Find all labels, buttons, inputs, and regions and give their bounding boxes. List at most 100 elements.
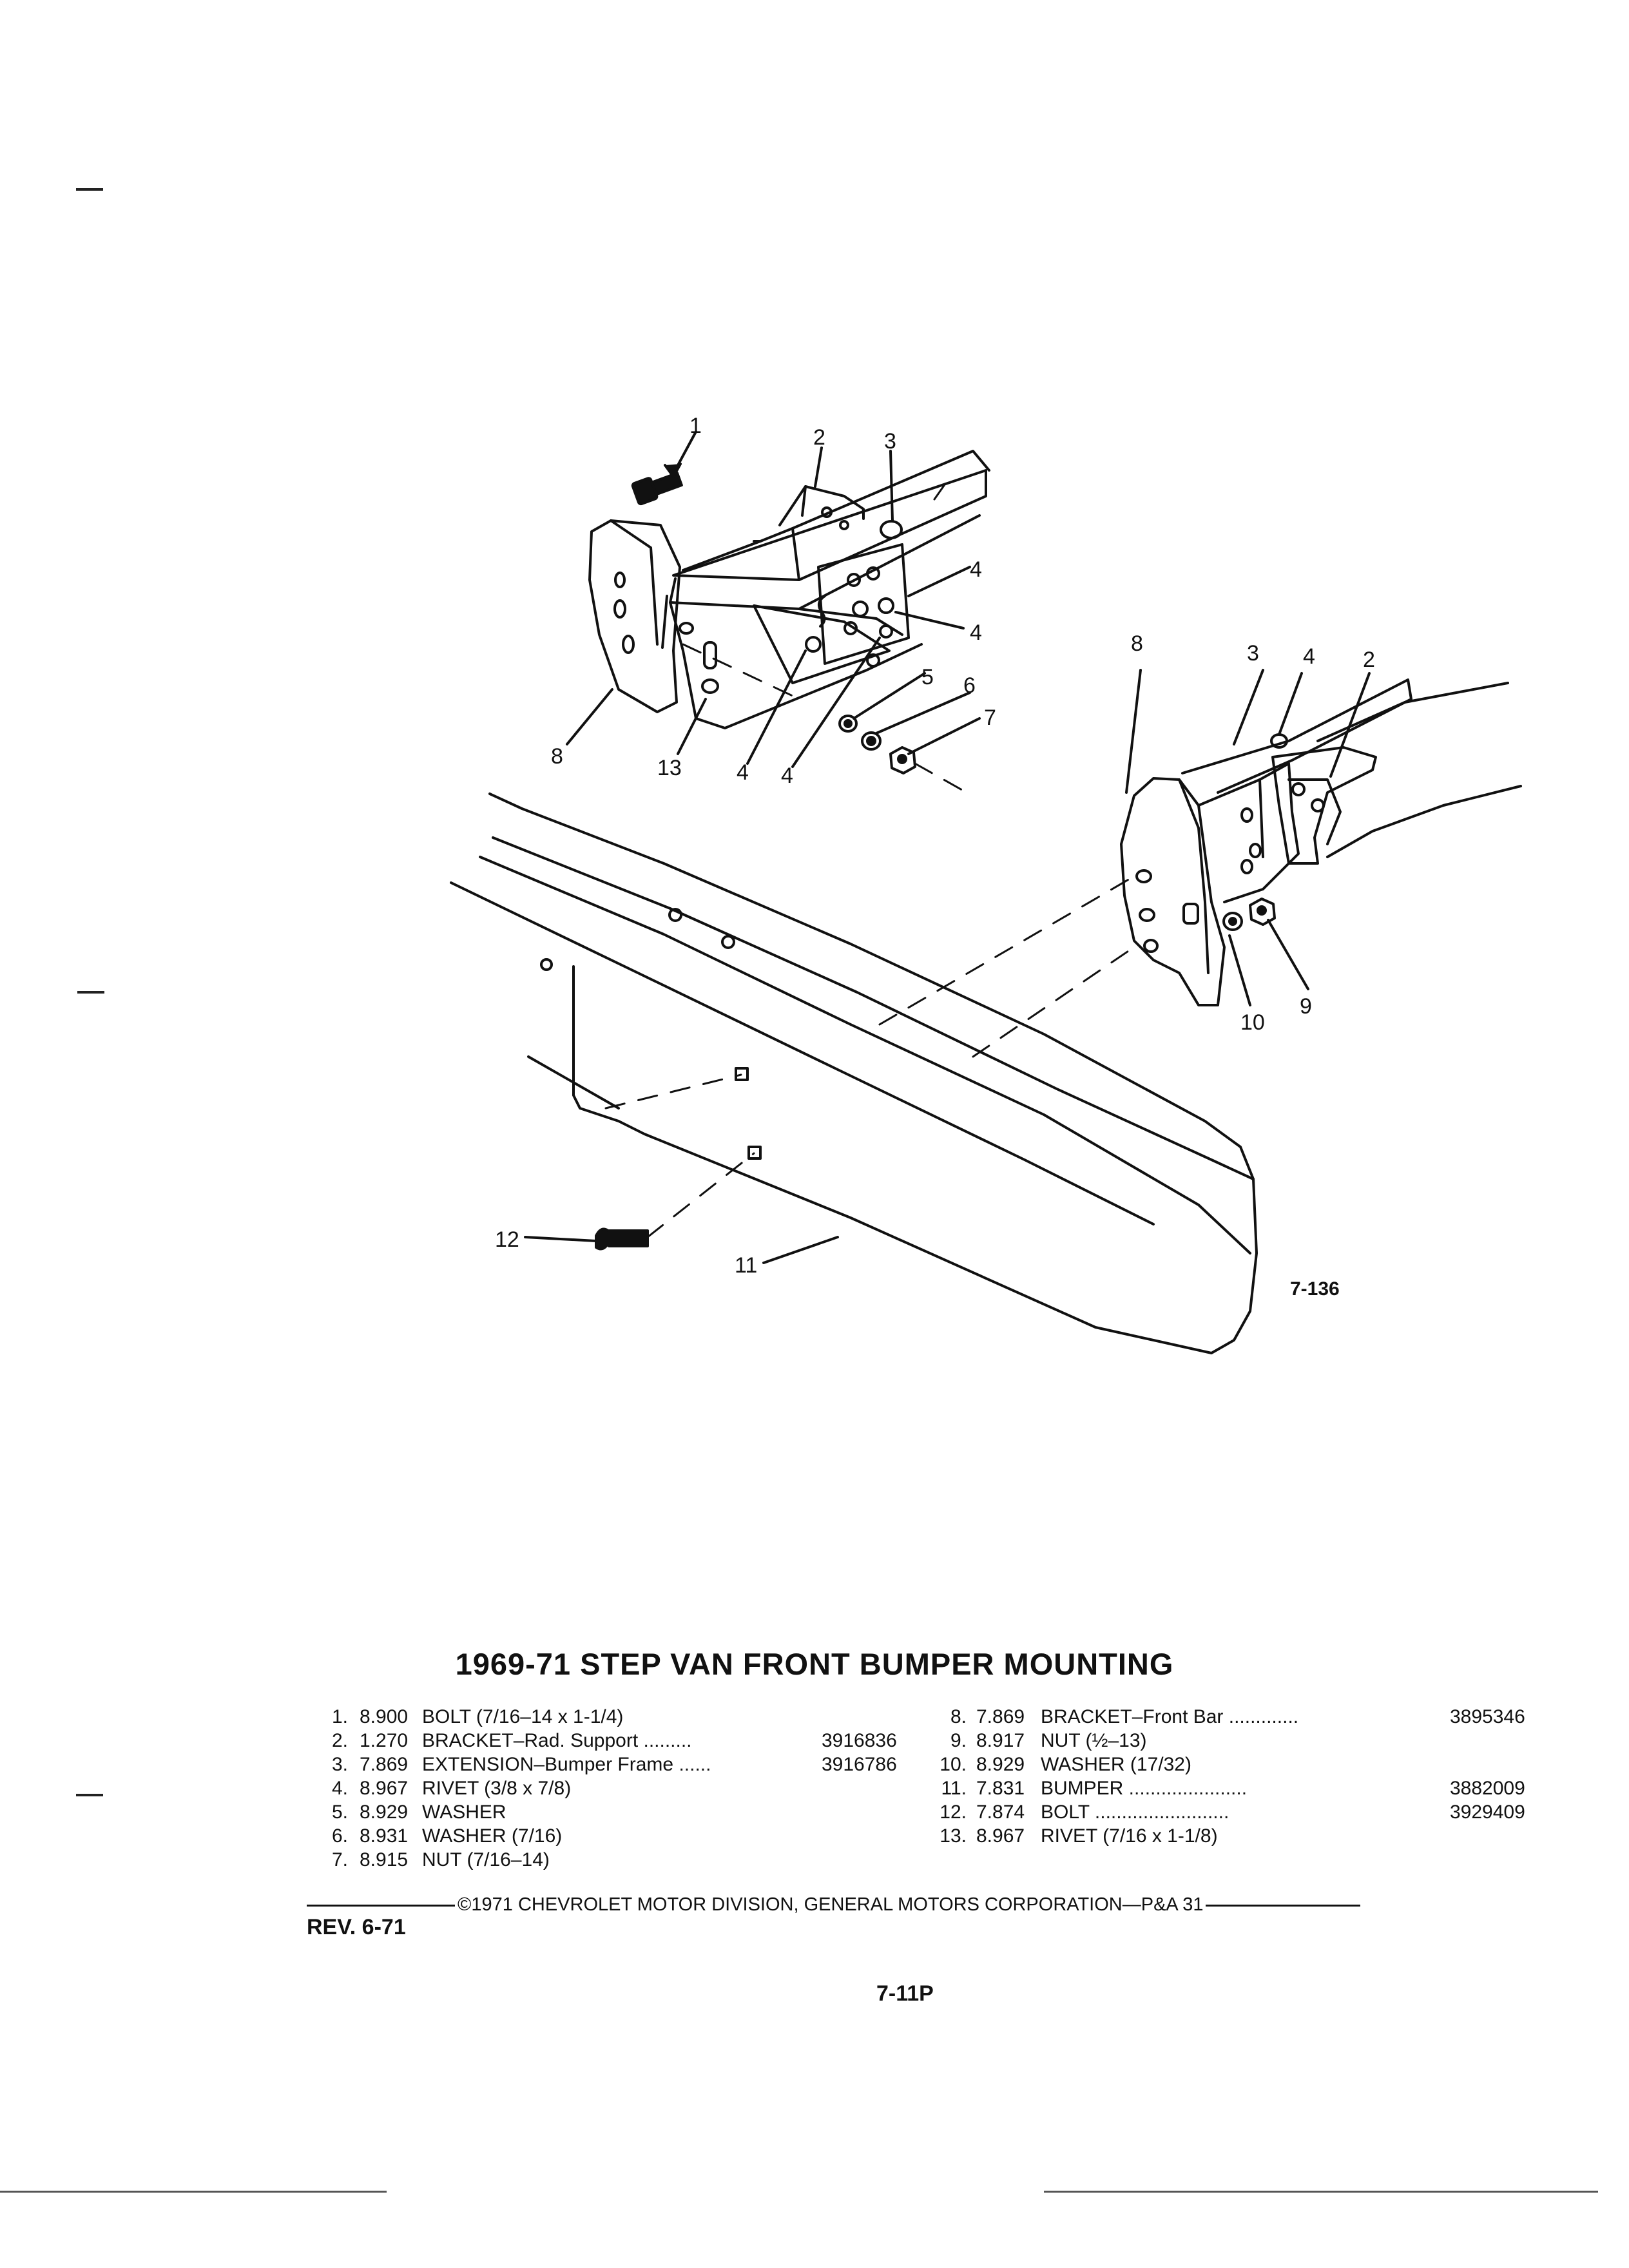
group-code: 7.869 [976,1706,1025,1727]
callout-5: 5 [921,665,934,689]
callout-3: 3 [1247,641,1259,666]
revision-label: REV. 6-71 [307,1915,406,1939]
part-number: 8. [950,1706,967,1727]
page-id: 7-11P [876,1981,934,2006]
callout-13: 13 [657,756,682,780]
callout-labels: 1 2 3 4 4 4 5 6 7 8 13 4 4 8 3 4 2 10 9 … [495,414,1375,1300]
part-description: NUT (½–13) [1041,1730,1147,1751]
part-number: 4. [331,1778,348,1799]
part-row: 12. 7.874 BOLT .........................… [928,1802,1547,1825]
part-row: 1. 8.900 BOLT (7/16–14 x 1-1/4) [309,1706,902,1730]
part-number: 9. [950,1730,967,1751]
callout-7: 7 [984,706,996,730]
part-description: WASHER (7/16) [422,1825,563,1847]
figure-number: 7-136 [1290,1278,1340,1300]
part-number: 2. [331,1730,348,1751]
part-description: BOLT ......................... [1041,1802,1229,1823]
part-description: EXTENSION–Bumper Frame ...... [422,1754,711,1775]
callout-2: 2 [1363,648,1375,672]
right-bracket-assembly [1120,678,1522,1006]
part-number: 12. [940,1802,967,1823]
part-description: WASHER [422,1802,506,1823]
catalog-number: 3916786 [822,1754,897,1775]
part-row: 3. 7.869 EXTENSION–Bumper Frame ...... 3… [309,1754,902,1778]
group-code: 8.915 [360,1849,409,1870]
part-number: 3. [331,1754,348,1775]
callout-4: 4 [737,760,749,785]
part-description: RIVET (3/8 x 7/8) [422,1778,572,1799]
callout-10: 10 [1240,1010,1265,1035]
part-description: BUMPER ...................... [1041,1778,1248,1799]
part-number: 6. [331,1825,348,1847]
leader-arrows [524,430,1371,1264]
page-bottom-rule [0,2191,387,2193]
callout-4: 4 [970,620,982,645]
part-number: 1. [331,1706,348,1727]
callout-6: 6 [963,673,976,698]
footer-rule [1206,1904,1361,1907]
bolt-12 [595,1227,649,1251]
callout-3: 3 [884,429,896,454]
group-code: 8.967 [976,1825,1025,1847]
part-number: 5. [331,1802,348,1823]
callout-4: 4 [970,557,982,582]
part-row: 11. 7.831 BUMPER ...................... … [928,1778,1547,1802]
callout-1: 1 [689,414,702,438]
group-code: 8.917 [976,1730,1025,1751]
part-row: 6. 8.931 WASHER (7/16) [309,1825,902,1849]
part-row: 5. 8.929 WASHER [309,1802,902,1825]
copyright-line: ©1971 CHEVROLET MOTOR DIVISION, GENERAL … [307,1894,1540,1916]
callout-11: 11 [735,1253,757,1278]
part-row: 9. 8.917 NUT (½–13) [928,1730,1547,1754]
group-code: 8.929 [360,1802,409,1823]
bumper [450,793,1258,1354]
exploded-view-illustration: 1 2 3 4 4 4 5 6 7 8 13 4 4 8 3 4 2 10 9 … [450,414,1522,1354]
part-description: BOLT (7/16–14 x 1-1/4) [422,1706,624,1727]
catalog-number: 3916836 [822,1730,897,1751]
part-number: 11. [941,1778,967,1799]
part-description: BRACKET–Rad. Support ......... [422,1730,692,1751]
parts-list-left: 1. 8.900 BOLT (7/16–14 x 1-1/4) 2. 1.270… [309,1706,902,1873]
page-bottom-rule [1044,2191,1598,2193]
page-title: 1969-71 STEP VAN FRONT BUMPER MOUNTING [455,1647,1174,1681]
callout-12: 12 [495,1227,519,1252]
parts-list-right: 8. 7.869 BRACKET–Front Bar .............… [928,1706,1547,1849]
upper-left-bracket-assembly [588,450,990,774]
group-code: 8.929 [976,1754,1025,1775]
group-code: 7.874 [976,1802,1025,1823]
callout-4: 4 [781,764,793,788]
part-number: 10. [940,1754,967,1775]
group-code: 8.931 [360,1825,409,1847]
margin-dash [76,188,103,191]
part-description: NUT (7/16–14) [422,1849,550,1870]
part-description: WASHER (17/32) [1041,1754,1191,1775]
part-number: 7. [331,1849,348,1870]
callout-9: 9 [1300,994,1312,1019]
catalog-number: 3882009 [1450,1778,1525,1799]
callout-8: 8 [1131,631,1143,656]
part-row: 10. 8.929 WASHER (17/32) [928,1754,1547,1778]
part-description: RIVET (7/16 x 1-1/8) [1041,1825,1218,1847]
footer-rule [307,1904,455,1907]
group-code: 7.869 [360,1754,409,1775]
group-code: 8.900 [360,1706,409,1727]
part-row: 8. 7.869 BRACKET–Front Bar .............… [928,1706,1547,1730]
assembly-lines [604,472,1135,1238]
callout-2: 2 [813,425,825,450]
callout-8: 8 [551,744,563,769]
group-code: 7.831 [976,1778,1025,1799]
group-code: 1.270 [360,1730,409,1751]
margin-dash [77,991,104,994]
catalog-number: 3895346 [1450,1706,1525,1727]
part-number: 13. [940,1825,967,1847]
copyright-text: ©1971 CHEVROLET MOTOR DIVISION, GENERAL … [458,1894,1204,1915]
callout-4: 4 [1303,644,1315,669]
part-description: BRACKET–Front Bar ............. [1041,1706,1299,1727]
margin-dash [76,1794,103,1796]
group-code: 8.967 [360,1778,409,1799]
part-row: 13. 8.967 RIVET (7/16 x 1-1/8) [928,1825,1547,1849]
part-row: 7. 8.915 NUT (7/16–14) [309,1849,902,1873]
catalog-number: 3929409 [1450,1802,1525,1823]
part-row: 4. 8.967 RIVET (3/8 x 7/8) [309,1778,902,1802]
part-row: 2. 1.270 BRACKET–Rad. Support ......... … [309,1730,902,1754]
